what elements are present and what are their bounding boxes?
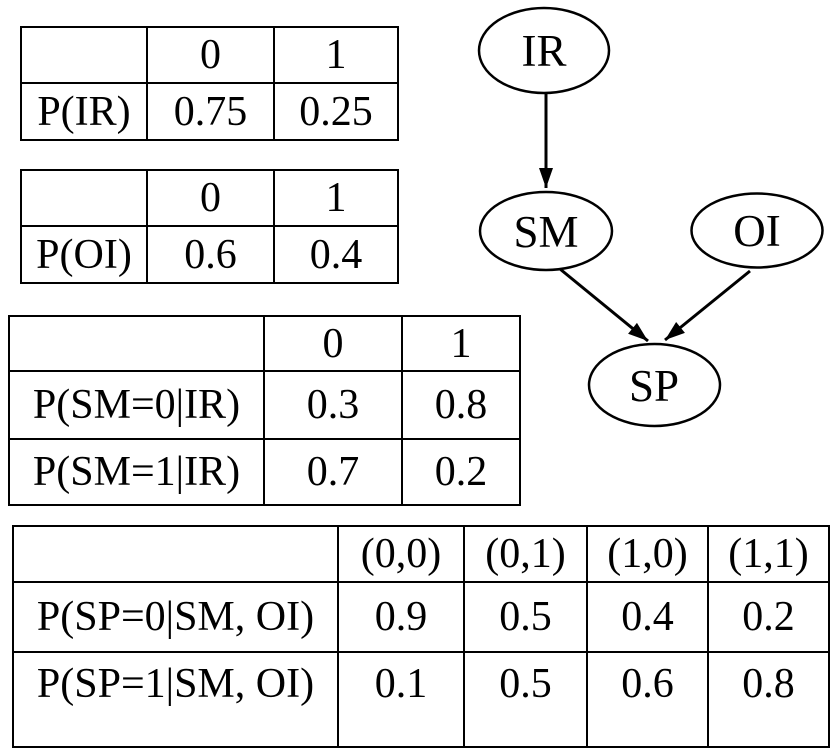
value-cell: 0.8 [707,651,830,748]
table-row: P(OI) 0.6 0.4 [20,225,399,284]
header-cell-0: 0 [146,26,275,84]
header-cell-11: (1,1) [707,525,830,583]
node-ir-ellipse [477,6,611,95]
header-cell-0: 0 [146,169,275,227]
header-cell-01: (0,1) [463,525,588,583]
value-cell: 0.3 [263,370,403,440]
row-label-cell: P(SP=0|SM, OI) [12,581,339,653]
value-cell: 0.6 [146,225,275,284]
value-cell: 0.75 [146,82,275,141]
table-header-row: 0 1 [20,169,399,227]
header-cell-1: 1 [273,26,399,84]
header-cell-10: (1,0) [586,525,709,583]
header-cell-0: 0 [263,315,403,372]
header-cell-1: 1 [273,169,399,227]
node-sp-label: SP [629,361,679,411]
value-cell: 0.25 [273,82,399,141]
table-row: P(SM=0|IR) 0.3 0.8 [8,370,521,440]
node-ir-label: IR [522,26,567,76]
node-sm-ellipse [478,190,614,272]
value-cell: 0.8 [401,370,521,440]
row-label-cell: P(SP=1|SM, OI) [12,651,339,748]
value-cell: 0.2 [401,438,521,506]
cpt-table-p-sp-given-sm-oi: (0,0) (0,1) (1,0) (1,1) P(SP=0|SM, OI) 0… [12,525,830,748]
value-cell: 0.7 [263,438,403,506]
value-cell: 0.4 [586,581,709,653]
cpt-table-p-ir: 0 1 P(IR) 0.75 0.25 [20,26,399,141]
row-label-cell: P(SM=0|IR) [8,370,265,440]
table-row: P(SM=1|IR) 0.7 0.2 [8,438,521,506]
table-row: P(IR) 0.75 0.25 [20,82,399,141]
value-cell: 0.2 [707,581,830,653]
value-cell: 0.6 [586,651,709,748]
header-cell-blank [12,525,339,583]
node-sp-ellipse [587,342,722,428]
header-cell-blank [20,26,148,84]
table-row: P(SP=1|SM, OI) 0.1 0.5 0.6 0.8 [12,651,830,748]
header-cell-00: (0,0) [337,525,465,583]
row-label-cell: P(OI) [20,225,148,284]
value-cell: 0.5 [463,581,588,653]
node-sm-label: SM [513,207,578,257]
row-label-cell: P(IR) [20,82,148,141]
header-cell-1: 1 [401,315,521,372]
edge-sm-to-sp-arrow [559,267,649,343]
node-oi-ellipse [690,192,824,269]
cpt-table-p-sm-given-ir: 0 1 P(SM=0|IR) 0.3 0.8 P(SM=1|IR) 0.7 0.… [8,315,521,506]
row-label-cell: P(SM=1|IR) [8,438,265,506]
table-row: P(SP=0|SM, OI) 0.9 0.5 0.4 0.2 [12,581,830,653]
header-cell-blank [8,315,265,372]
header-cell-blank [20,169,148,227]
value-cell: 0.5 [463,651,588,748]
table-header-row: (0,0) (0,1) (1,0) (1,1) [12,525,830,583]
edge-oi-to-sp-arrow [664,269,751,342]
node-oi-label: OI [733,206,780,256]
value-cell: 0.1 [337,651,465,748]
value-cell: 0.9 [337,581,465,653]
value-cell: 0.4 [273,225,399,284]
cpt-table-p-oi: 0 1 P(OI) 0.6 0.4 [20,169,399,284]
table-header-row: 0 1 [20,26,399,84]
table-header-row: 0 1 [8,315,521,372]
